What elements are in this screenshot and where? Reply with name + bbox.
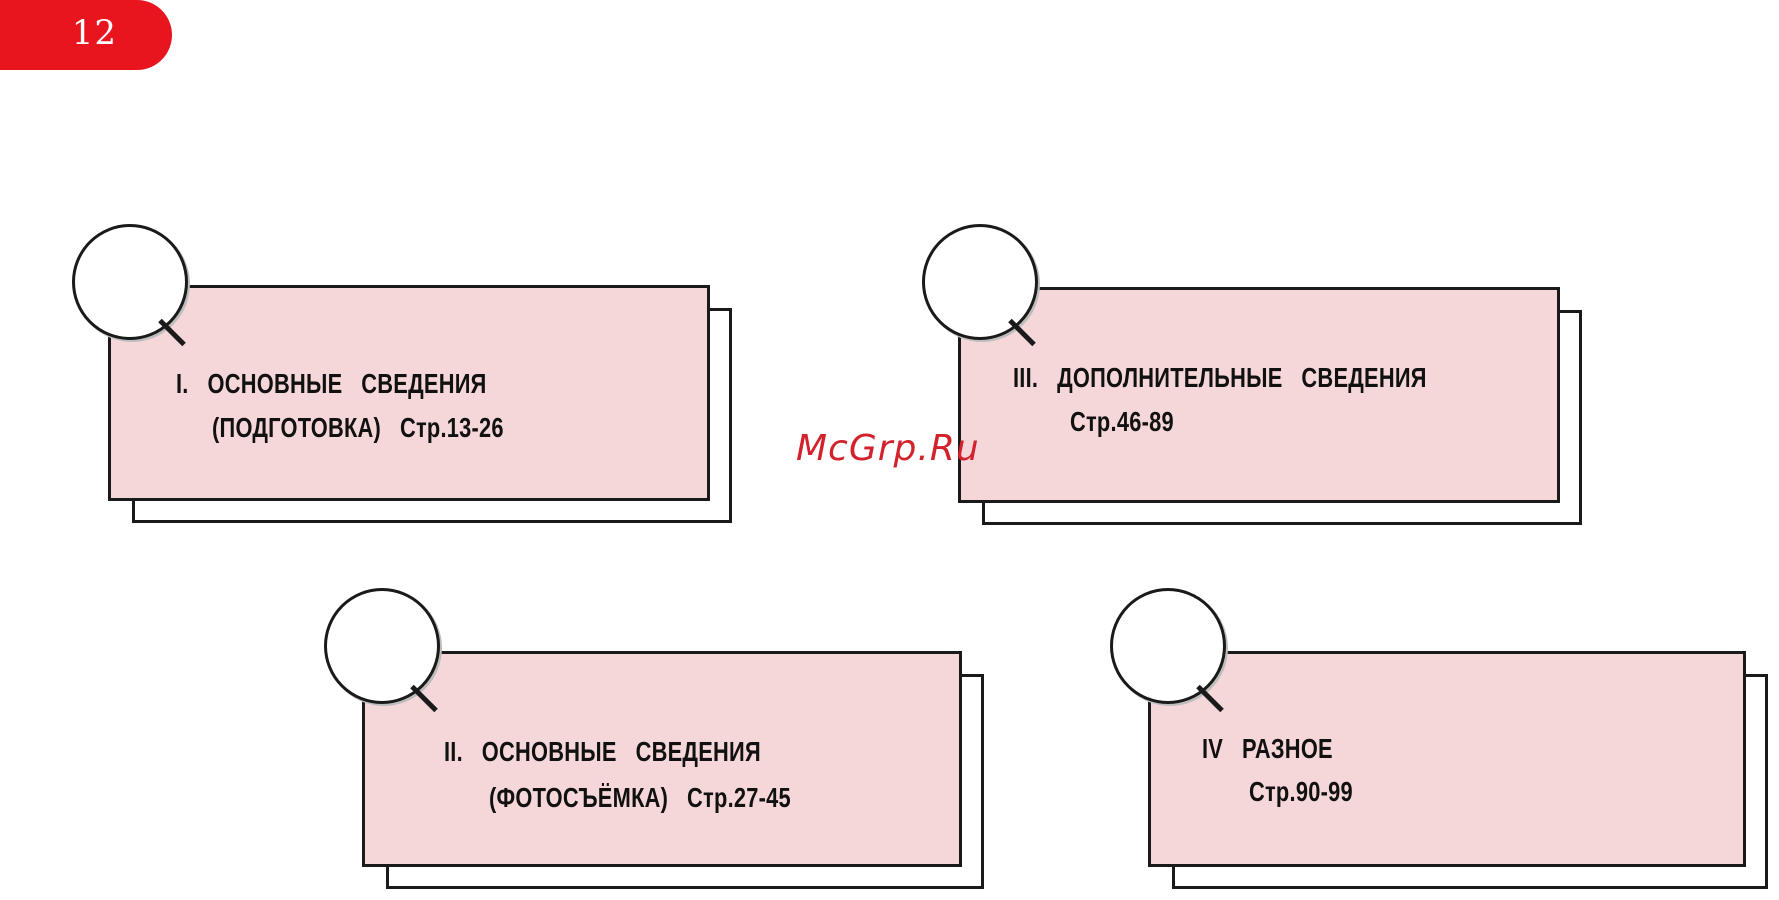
magnifier-icon [72,224,188,340]
magnifier-icon [324,588,440,704]
section-subtitle: (ПОДГОТОВКА) Стр.13-26 [212,412,504,444]
section-subtitle: Стр.90-99 [1249,776,1353,808]
section-title: III. ДОПОЛНИТЕЛЬНЫЕ СВЕДЕНИЯ [1013,362,1427,394]
card-panel [958,287,1560,503]
section-subtitle: (ФОТОСЪЁМКА) Стр.27-45 [489,782,791,814]
section-subtitle: Стр.46-89 [1070,406,1174,438]
page-number: 12 [72,13,117,53]
section-title: II. ОСНОВНЫЕ СВЕДЕНИЯ [444,736,761,768]
section-title: IV РАЗНОЕ [1202,733,1333,765]
section-title: I. ОСНОВНЫЕ СВЕДЕНИЯ [176,368,487,400]
watermark: McGrp.Ru [796,428,980,469]
magnifier-icon [922,224,1038,340]
page-number-tab: 12 [0,0,172,70]
magnifier-icon [1110,588,1226,704]
